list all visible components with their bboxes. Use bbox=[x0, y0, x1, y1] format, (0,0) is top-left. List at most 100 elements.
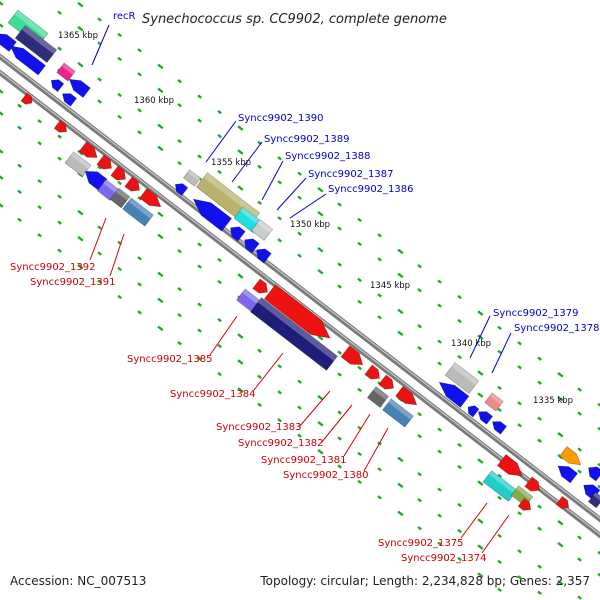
gene-arrow-forward[interactable] bbox=[340, 345, 367, 371]
tick-mark bbox=[317, 268, 324, 275]
gene-arrow-forward[interactable] bbox=[517, 497, 534, 513]
tick-mark bbox=[177, 341, 182, 346]
tick-mark bbox=[377, 315, 382, 320]
accession-text: Accession: NC_007513 bbox=[10, 574, 146, 588]
gene-arrow-reverse[interactable] bbox=[172, 180, 189, 197]
label-recR[interactable]: recR bbox=[113, 11, 136, 22]
tick-mark bbox=[197, 302, 202, 307]
tick-mark bbox=[137, 196, 142, 201]
gene-arrow-reverse[interactable] bbox=[585, 463, 600, 482]
gene-arrow-forward[interactable] bbox=[395, 386, 421, 410]
gene-arrow-reverse[interactable] bbox=[66, 75, 91, 98]
tick-mark bbox=[157, 325, 164, 332]
tick-mark bbox=[537, 526, 542, 531]
tick-mark bbox=[457, 354, 462, 360]
gene-arrow-reverse[interactable] bbox=[227, 223, 246, 242]
tick-mark bbox=[0, 202, 4, 208]
label-syncc9902-1374[interactable]: Syncc9902_1374 bbox=[401, 553, 487, 564]
label-syncc9902-1384[interactable]: Syncc9902_1384 bbox=[170, 389, 256, 400]
tick-mark bbox=[477, 572, 484, 578]
tick-mark bbox=[437, 339, 442, 344]
gene-box-darkgrey[interactable] bbox=[366, 386, 390, 408]
gene-box-steelblue[interactable] bbox=[382, 398, 414, 428]
gene-box-navy[interactable] bbox=[250, 297, 338, 371]
gene-arrow-forward[interactable] bbox=[124, 176, 143, 195]
label-syncc9902-1383[interactable]: Syncc9902_1383 bbox=[216, 422, 302, 433]
gene-arrow-reverse[interactable] bbox=[475, 408, 494, 425]
label-syncc9902-1390[interactable]: Syncc9902_1390 bbox=[238, 113, 324, 124]
gene-arrow-forward[interactable] bbox=[53, 119, 70, 135]
gene-arrow-reverse[interactable] bbox=[489, 418, 508, 435]
tick-mark bbox=[137, 310, 142, 315]
gene-box-grey[interactable] bbox=[444, 362, 480, 394]
gene-arrow-forward[interactable] bbox=[110, 165, 129, 184]
label-syncc9902-1387[interactable]: Syncc9902_1387 bbox=[308, 169, 394, 180]
gene-box-pink[interactable] bbox=[56, 62, 76, 82]
gene-arrow-reverse[interactable] bbox=[188, 193, 232, 232]
tick-track bbox=[0, 174, 542, 595]
label-syncc9902-1381[interactable]: Syncc9902_1381 bbox=[261, 455, 347, 466]
gene-arrow-forward[interactable] bbox=[78, 141, 101, 162]
tick-mark bbox=[457, 502, 462, 508]
gene-arrow-reverse[interactable] bbox=[59, 90, 78, 107]
gene-arrow-forward[interactable] bbox=[524, 476, 543, 495]
gene-arrow-forward[interactable] bbox=[378, 374, 397, 393]
gene-box-salmon[interactable] bbox=[484, 392, 504, 412]
gene-box-darkgrey[interactable] bbox=[109, 187, 131, 209]
label-syncc9902-1385[interactable]: Syncc9902_1385 bbox=[127, 354, 213, 365]
gene-box-steelblue[interactable] bbox=[122, 197, 154, 227]
genome-summary-text: Topology: circular; Length: 2,234,828 bp… bbox=[259, 574, 590, 588]
gene-box-grey[interactable] bbox=[250, 219, 274, 241]
tick-mark bbox=[577, 557, 582, 562]
label-syncc9902-1388[interactable]: Syncc9902_1388 bbox=[285, 151, 371, 162]
tick-mark bbox=[417, 434, 422, 439]
tick-mark bbox=[57, 134, 62, 139]
tick-mark bbox=[217, 133, 222, 139]
gene-box-navy[interactable] bbox=[14, 25, 58, 63]
label-syncc9902-1378[interactable]: Syncc9902_1378 bbox=[514, 323, 600, 334]
label-syncc9902-1375[interactable]: Syncc9902_1375 bbox=[378, 538, 464, 549]
gene-arrow-reverse[interactable] bbox=[6, 41, 46, 76]
tick-mark bbox=[517, 549, 522, 554]
gene-arrow-reverse[interactable] bbox=[435, 377, 470, 408]
gene-arrow-forward[interactable] bbox=[139, 188, 165, 212]
label-syncc9902-1389[interactable]: Syncc9902_1389 bbox=[264, 134, 350, 145]
tick-mark bbox=[97, 279, 102, 284]
gene-arrow-forward[interactable] bbox=[497, 454, 526, 482]
gene-box-lavender[interactable] bbox=[236, 288, 260, 312]
tick-mark bbox=[117, 266, 122, 272]
gene-arrow-forward[interactable] bbox=[20, 92, 35, 107]
tick-mark bbox=[477, 458, 484, 464]
tick-label-1360: 1360 kbp bbox=[134, 96, 174, 106]
gene-arrow-forward[interactable] bbox=[252, 278, 271, 297]
gene-arrow-forward[interactable] bbox=[364, 364, 383, 383]
tick-mark bbox=[137, 130, 142, 135]
tick-mark bbox=[297, 171, 302, 176]
gene-arrow-forward[interactable] bbox=[263, 284, 335, 346]
label-syncc9902-1391[interactable]: Syncc9902_1391 bbox=[30, 277, 116, 288]
label-syncc9902-1392[interactable]: Syncc9902_1392 bbox=[10, 262, 96, 273]
gene-arrow-forward[interactable] bbox=[96, 154, 115, 173]
tick-mark bbox=[397, 308, 404, 315]
gene-box-grey[interactable] bbox=[64, 151, 92, 177]
gene-arrow-reverse[interactable] bbox=[48, 76, 65, 93]
label-syncc9902-1380[interactable]: Syncc9902_1380 bbox=[283, 470, 369, 481]
gene-arrow-reverse[interactable] bbox=[465, 403, 480, 418]
gene-arrow-reverse[interactable] bbox=[241, 235, 260, 254]
gene-arrow-reverse[interactable] bbox=[253, 245, 272, 264]
label-syncc9902-1386[interactable]: Syncc9902_1386 bbox=[328, 184, 414, 195]
gene-arrow-forward[interactable] bbox=[555, 495, 572, 511]
tick-track bbox=[57, 10, 600, 432]
tick-mark bbox=[277, 390, 282, 395]
label-syncc9902-1379[interactable]: Syncc9902_1379 bbox=[493, 308, 579, 319]
gene-arrow-orange[interactable] bbox=[559, 446, 585, 470]
tick-mark bbox=[357, 299, 362, 305]
gene-arrow-reverse[interactable] bbox=[554, 461, 579, 484]
tick-mark bbox=[97, 17, 102, 22]
gene-box-grey[interactable] bbox=[182, 169, 202, 187]
tick-mark bbox=[237, 359, 244, 365]
tick-track bbox=[0, 148, 582, 600]
label-syncc9902-1382[interactable]: Syncc9902_1382 bbox=[238, 438, 324, 449]
tick-mark bbox=[397, 330, 404, 337]
